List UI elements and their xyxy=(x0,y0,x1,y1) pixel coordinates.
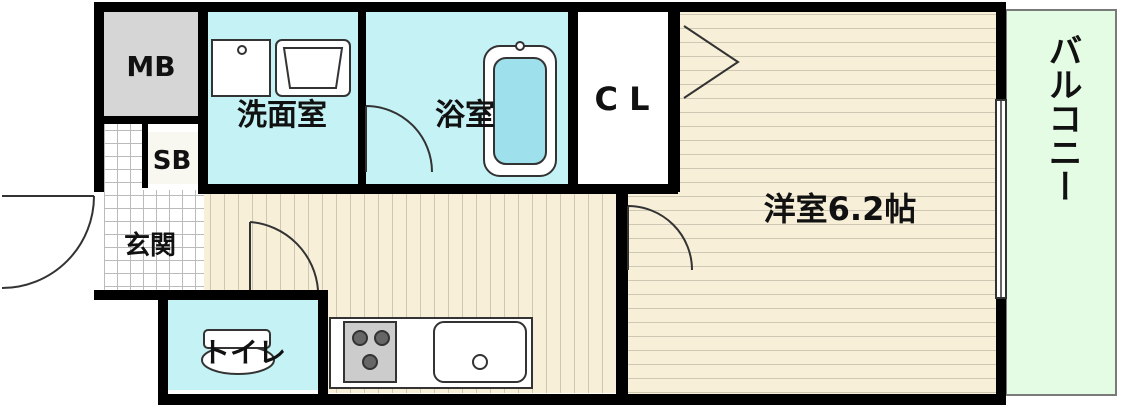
washbasin xyxy=(211,39,351,97)
kitchen-counter xyxy=(329,317,533,389)
balcony-area xyxy=(1005,9,1117,396)
label-entrance: 玄関 xyxy=(124,230,176,261)
western-room-floor xyxy=(626,12,996,394)
closet-area xyxy=(578,12,670,184)
entrance-floor xyxy=(104,190,204,292)
door-swings xyxy=(1,25,740,291)
corridor-floor xyxy=(200,193,622,293)
toilet-fixture xyxy=(201,329,275,375)
label-sb: SB xyxy=(153,146,192,176)
label-toilet: トイレ xyxy=(202,336,286,369)
mb-storage xyxy=(104,12,198,116)
balcony-window xyxy=(995,99,1007,299)
label-bathroom: 浴室 xyxy=(435,98,495,133)
label-western-room: 洋室6.2帖 xyxy=(764,190,917,228)
sb-shoe-box xyxy=(146,132,198,184)
bathtub xyxy=(483,41,557,177)
label-washroom: 洗面室 xyxy=(237,98,327,133)
walls xyxy=(94,2,1006,405)
label-mb: MB xyxy=(126,50,175,83)
label-closet: C L xyxy=(594,80,649,118)
label-balcony: バルコニー xyxy=(1042,33,1082,203)
